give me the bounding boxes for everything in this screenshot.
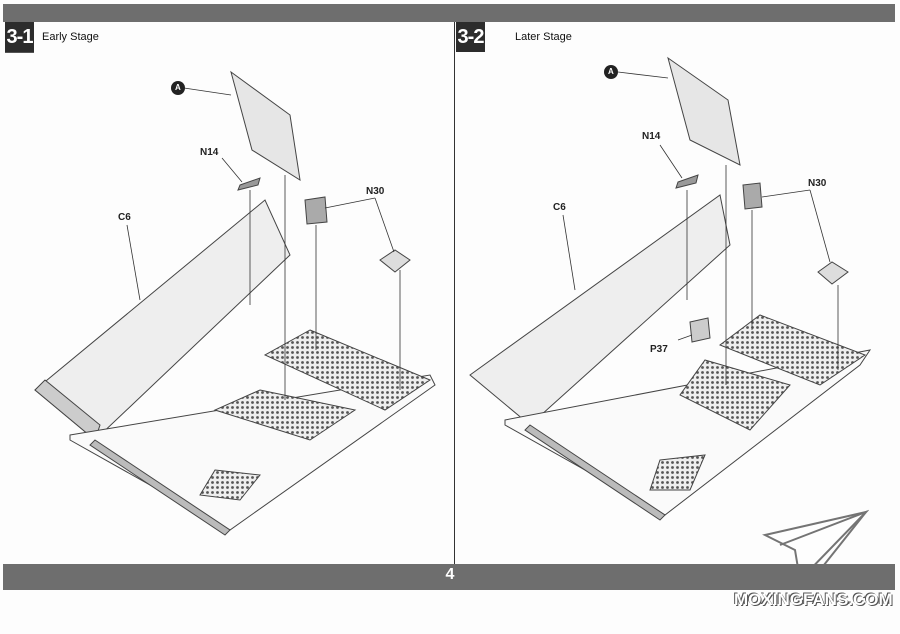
label-n14-right: N14 bbox=[642, 131, 661, 142]
bottom-bar bbox=[3, 564, 895, 590]
label-a-right: A bbox=[608, 67, 614, 76]
label-c6-right: C6 bbox=[553, 202, 566, 213]
step-underline bbox=[5, 52, 34, 53]
step-number-3-2: 3-2 bbox=[456, 22, 485, 52]
mesh-floor-2 bbox=[213, 389, 357, 441]
page-number: 4 bbox=[445, 566, 455, 583]
label-n30-right: N30 bbox=[808, 178, 827, 189]
panel-divider bbox=[454, 22, 455, 564]
part-p37 bbox=[689, 317, 711, 343]
part-n30-a bbox=[304, 196, 328, 225]
label-n30-left: N30 bbox=[366, 186, 385, 197]
mesh-floor-3 bbox=[199, 469, 261, 501]
part-c6-right bbox=[469, 194, 731, 426]
part-n14 bbox=[237, 177, 261, 191]
step-title-3-1: Early Stage bbox=[42, 31, 99, 43]
step-number-3-1: 3-1 bbox=[5, 22, 34, 52]
label-a-left: A bbox=[175, 83, 181, 92]
label-c6-left: C6 bbox=[118, 212, 131, 223]
watermark-text: MOXINGFANS.COM bbox=[734, 590, 893, 609]
top-bar bbox=[3, 4, 895, 22]
marker-a-left bbox=[171, 81, 185, 95]
label-p37-right: P37 bbox=[650, 344, 668, 355]
right-hull-assembly bbox=[469, 56, 872, 521]
mesh-floor-1 bbox=[263, 329, 432, 411]
marker-a-right bbox=[604, 65, 618, 79]
label-n14-left: N14 bbox=[200, 147, 219, 158]
left-hull-assembly bbox=[34, 70, 436, 536]
step-title-3-2: Later Stage bbox=[515, 31, 572, 43]
part-a bbox=[230, 70, 301, 182]
part-n30-b bbox=[379, 249, 411, 273]
